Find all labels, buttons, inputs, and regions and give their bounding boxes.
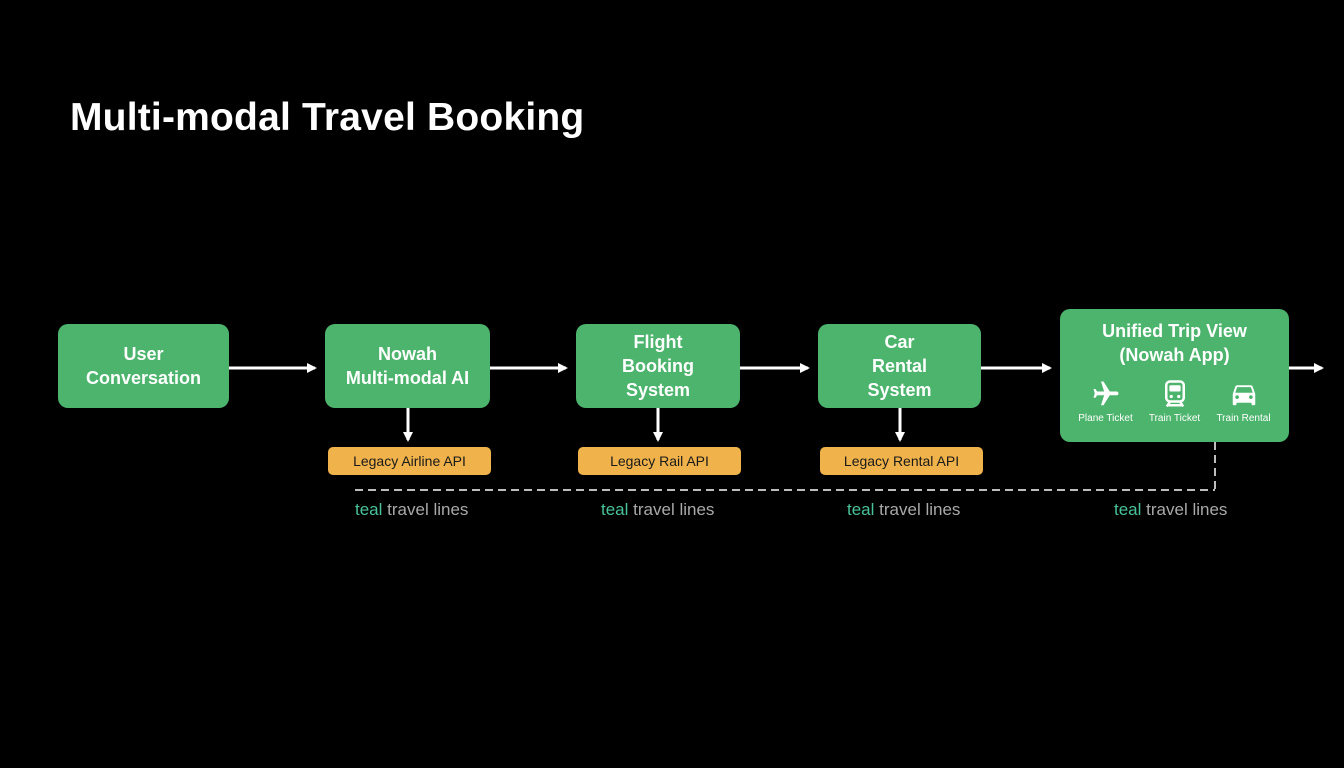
teal-word: teal [601,500,629,519]
travel-lines-label: teal travel lines [847,500,960,520]
node-label: Multi-modal AI [345,368,470,388]
node-label: User [123,344,164,364]
travel-lines-label: teal travel lines [355,500,468,520]
node-label: Unified Trip View [1102,321,1247,341]
train-icon [1164,380,1185,408]
travel-lines-label: teal travel lines [1114,500,1227,520]
plane-ticket-item: Plane Ticket [1072,379,1140,425]
car-rental-item: Train Rental [1210,379,1278,425]
node-nowah-ai: Nowah Multi-modal AI [325,324,490,408]
plane-icon [1093,381,1118,406]
node-label: Booking [622,356,694,376]
node-car-rental: Car Rental System [818,324,981,408]
teal-word: teal [355,500,383,519]
teal-word: teal [1114,500,1142,519]
node-label: System [625,380,691,400]
node-label: Conversation [85,368,202,388]
node-user-conversation: User Conversation [58,324,229,408]
node-label: Nowah [377,344,437,364]
node-flight-booking: Flight Booking System [576,324,740,408]
travel-lines-text: travel lines [382,500,469,519]
travel-lines-text: travel lines [628,500,715,519]
node-label: Flight [633,332,683,352]
node-label: Car [884,332,915,352]
travel-lines-text: travel lines [874,500,961,519]
legacy-rail-api: Legacy Rail API [578,447,741,475]
train-ticket-item: Train Ticket [1141,379,1209,425]
node-unified-trip-view: Unified Trip View (Nowah App) Plane Tick… [1060,309,1289,442]
trip-icons: Plane Ticket Train Ticket Train Rental [1072,379,1278,425]
icon-label: Train Rental [1216,413,1271,424]
travel-lines-label: teal travel lines [601,500,714,520]
travel-lines-text: travel lines [1141,500,1228,519]
icon-label: Train Ticket [1148,413,1201,424]
diagram-title: Multi-modal Travel Booking [70,96,585,139]
legacy-rental-api: Legacy Rental API [820,447,983,475]
node-label: Rental [871,356,927,376]
node-label: (Nowah App) [1119,345,1230,365]
legacy-airline-api: Legacy Airline API [328,447,491,475]
teal-word: teal [847,500,875,519]
car-icon [1232,385,1255,406]
icon-label: Plane Ticket [1078,413,1133,424]
node-label: System [867,380,932,400]
